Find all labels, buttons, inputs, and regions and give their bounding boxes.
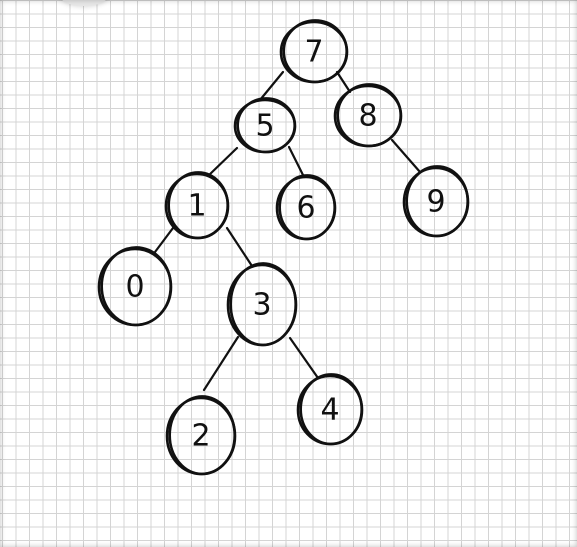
node-circle-outline	[336, 83, 403, 148]
tree-node-7: 7	[279, 19, 349, 84]
edge-7-8	[335, 70, 352, 94]
node-label: 0	[125, 270, 144, 305]
node-label: 3	[252, 288, 271, 323]
tree-node-4: 4	[296, 373, 364, 446]
edge-7-5	[258, 70, 285, 102]
node-circle-outline	[405, 165, 470, 238]
tree-node-9: 9	[402, 165, 470, 238]
edge-5-6	[287, 145, 306, 179]
node-label: 5	[255, 109, 274, 144]
edge-3-4	[288, 336, 320, 380]
node-circle-outline	[229, 262, 298, 347]
node-label: 6	[296, 191, 315, 226]
node-circle-outline	[236, 97, 297, 154]
node-circle-outline	[167, 171, 229, 240]
node-circle-outline	[100, 246, 172, 327]
edge-8-9	[390, 138, 422, 174]
node-label: 7	[304, 35, 323, 70]
tree-node-2: 2	[165, 395, 237, 476]
tree-node-5: 5	[233, 97, 297, 154]
node-label: 1	[187, 189, 206, 224]
tree-node-8: 8	[333, 83, 403, 148]
node-circle-outline	[299, 373, 364, 446]
tree-node-0: 0	[97, 246, 173, 327]
node-label: 2	[191, 419, 210, 454]
node-layer: 7 5 8 1 6 9 0 3 2 4	[97, 19, 470, 476]
edge-1-3	[225, 226, 254, 268]
corner-artifact	[60, 0, 108, 6]
tree-node-6: 6	[275, 174, 337, 241]
edge-1-0	[153, 226, 175, 254]
edge-layer	[153, 70, 422, 392]
node-circle-outline	[278, 174, 337, 241]
edge-3-2	[202, 335, 240, 392]
node-label: 4	[320, 393, 339, 428]
node-circle-outline	[168, 395, 236, 476]
node-label: 8	[358, 99, 377, 134]
node-circle-outline	[282, 19, 349, 84]
tree-node-3: 3	[226, 262, 298, 347]
edge-5-1	[206, 146, 239, 178]
tree-node-1: 1	[164, 171, 230, 240]
node-label: 9	[426, 185, 445, 220]
